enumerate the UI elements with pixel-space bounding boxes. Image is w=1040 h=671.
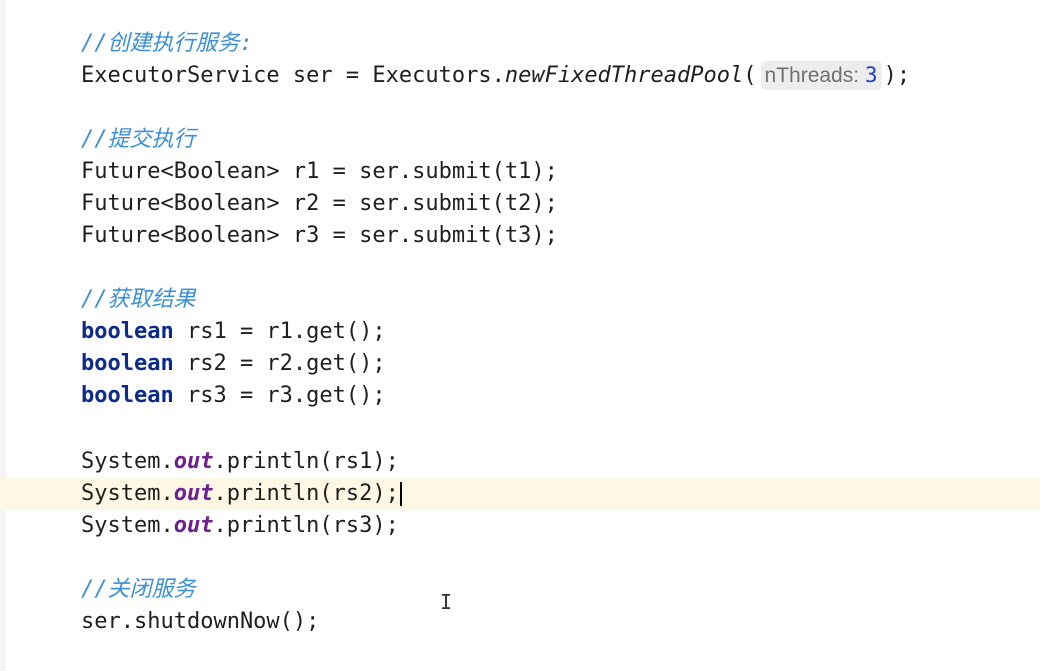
get-rs1-rest: rs1 = r1.get();: [173, 319, 386, 344]
out-field: out: [173, 449, 214, 474]
parameter-hint-nthreads: nThreads: 3: [760, 61, 882, 90]
code-line-get-rs2[interactable]: boolean rs2 = r2.get();: [81, 348, 386, 380]
editor-gutter-edge: [0, 0, 6, 671]
println-rs1-suffix: .println(rs1);: [213, 449, 399, 474]
hint-name: nThreads:: [764, 64, 860, 87]
comment-get-result[interactable]: //获取结果: [81, 287, 196, 312]
system-prefix: System.: [81, 481, 174, 506]
get-rs2-rest: rs2 = r2.get();: [173, 351, 386, 376]
mouse-ibeam-cursor-icon: I: [440, 590, 453, 614]
code-line-submit-r1[interactable]: Future<Boolean> r1 = ser.submit(t1);: [81, 159, 558, 184]
code-line-shutdown[interactable]: ser.shutdownNow();: [81, 609, 320, 634]
boolean-keyword: boolean: [81, 351, 174, 376]
code-line-submit-r2[interactable]: Future<Boolean> r2 = ser.submit(t2);: [81, 191, 558, 216]
hint-value: 3: [864, 63, 878, 87]
code-line-println-rs3[interactable]: System.out.println(rs3);: [81, 510, 399, 542]
executor-prefix: ExecutorService ser = Executors.: [81, 63, 505, 88]
println-rs2-suffix: .println(rs2);: [213, 481, 399, 506]
code-line-submit-r3[interactable]: Future<Boolean> r3 = ser.submit(t3);: [81, 223, 558, 248]
out-field: out: [173, 513, 214, 538]
new-fixed-thread-pool-method: newFixedThreadPool: [504, 63, 744, 88]
out-field: out: [173, 481, 214, 506]
comment-create-service[interactable]: //创建执行服务:: [81, 31, 253, 56]
get-rs3-rest: rs3 = r3.get();: [173, 383, 386, 408]
code-line-println-rs2[interactable]: System.out.println(rs2);: [81, 478, 402, 510]
close-paren: );: [883, 63, 911, 88]
boolean-keyword: boolean: [81, 383, 174, 408]
boolean-keyword: boolean: [81, 319, 174, 344]
system-prefix: System.: [81, 513, 174, 538]
code-line-println-rs1[interactable]: System.out.println(rs1);: [81, 446, 399, 478]
code-line-get-rs3[interactable]: boolean rs3 = r3.get();: [81, 380, 386, 412]
comment-close-service[interactable]: //关闭服务: [81, 577, 196, 602]
current-line-highlight: [0, 478, 1040, 510]
text-caret: [399, 482, 402, 506]
code-line-executor-service[interactable]: ExecutorService ser = Executors.newFixed…: [81, 60, 910, 92]
code-line-get-rs1[interactable]: boolean rs1 = r1.get();: [81, 316, 386, 348]
comment-submit[interactable]: //提交执行: [81, 127, 196, 152]
system-prefix: System.: [81, 449, 174, 474]
println-rs3-suffix: .println(rs3);: [213, 513, 399, 538]
open-paren: (: [743, 63, 757, 88]
